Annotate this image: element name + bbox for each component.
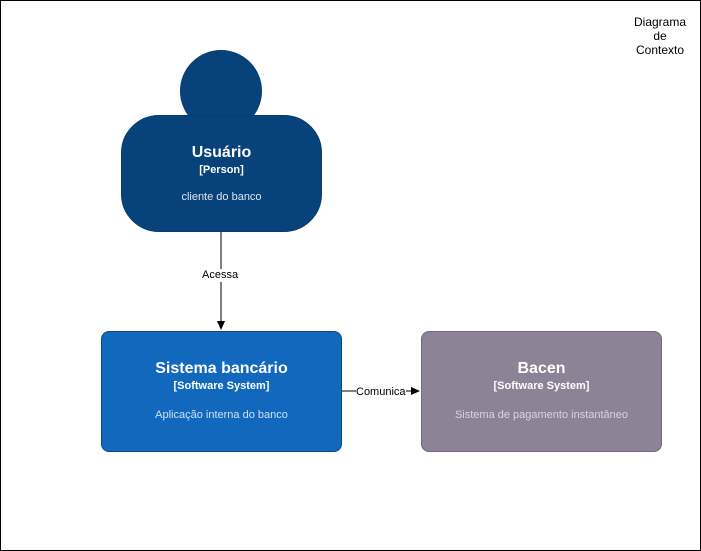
- diagram-title-line-2: de: [653, 29, 667, 43]
- bacen-name: Bacen: [517, 360, 566, 377]
- diagram-title-line-3: Contexto: [635, 43, 685, 57]
- edge-comunica-label: Comunica: [356, 386, 406, 399]
- usuario-description: cliente do banco: [181, 191, 262, 203]
- usuario-name: Usuário: [191, 144, 252, 161]
- bacen-description: Sistema de pagamento instantâneo: [454, 409, 629, 421]
- usuario-type: [Person]: [199, 164, 244, 176]
- edge-acessa-label: Acessa: [202, 269, 239, 282]
- system-bacen[interactable]: Bacen [Software System] Sistema de pagam…: [421, 331, 662, 452]
- sistema-type: [Software System]: [173, 380, 270, 392]
- diagram-title-line-1: Diagrama: [633, 15, 687, 29]
- person-body: Usuário [Person] cliente do banco: [121, 115, 322, 232]
- sistema-name: Sistema bancário: [155, 360, 288, 377]
- system-sistema-bancario[interactable]: Sistema bancário [Software System] Aplic…: [101, 331, 342, 452]
- bacen-type: [Software System]: [493, 380, 590, 392]
- diagram-title: Diagrama de Contexto: [621, 15, 699, 57]
- sistema-description: Aplicação interna do banco: [155, 409, 288, 421]
